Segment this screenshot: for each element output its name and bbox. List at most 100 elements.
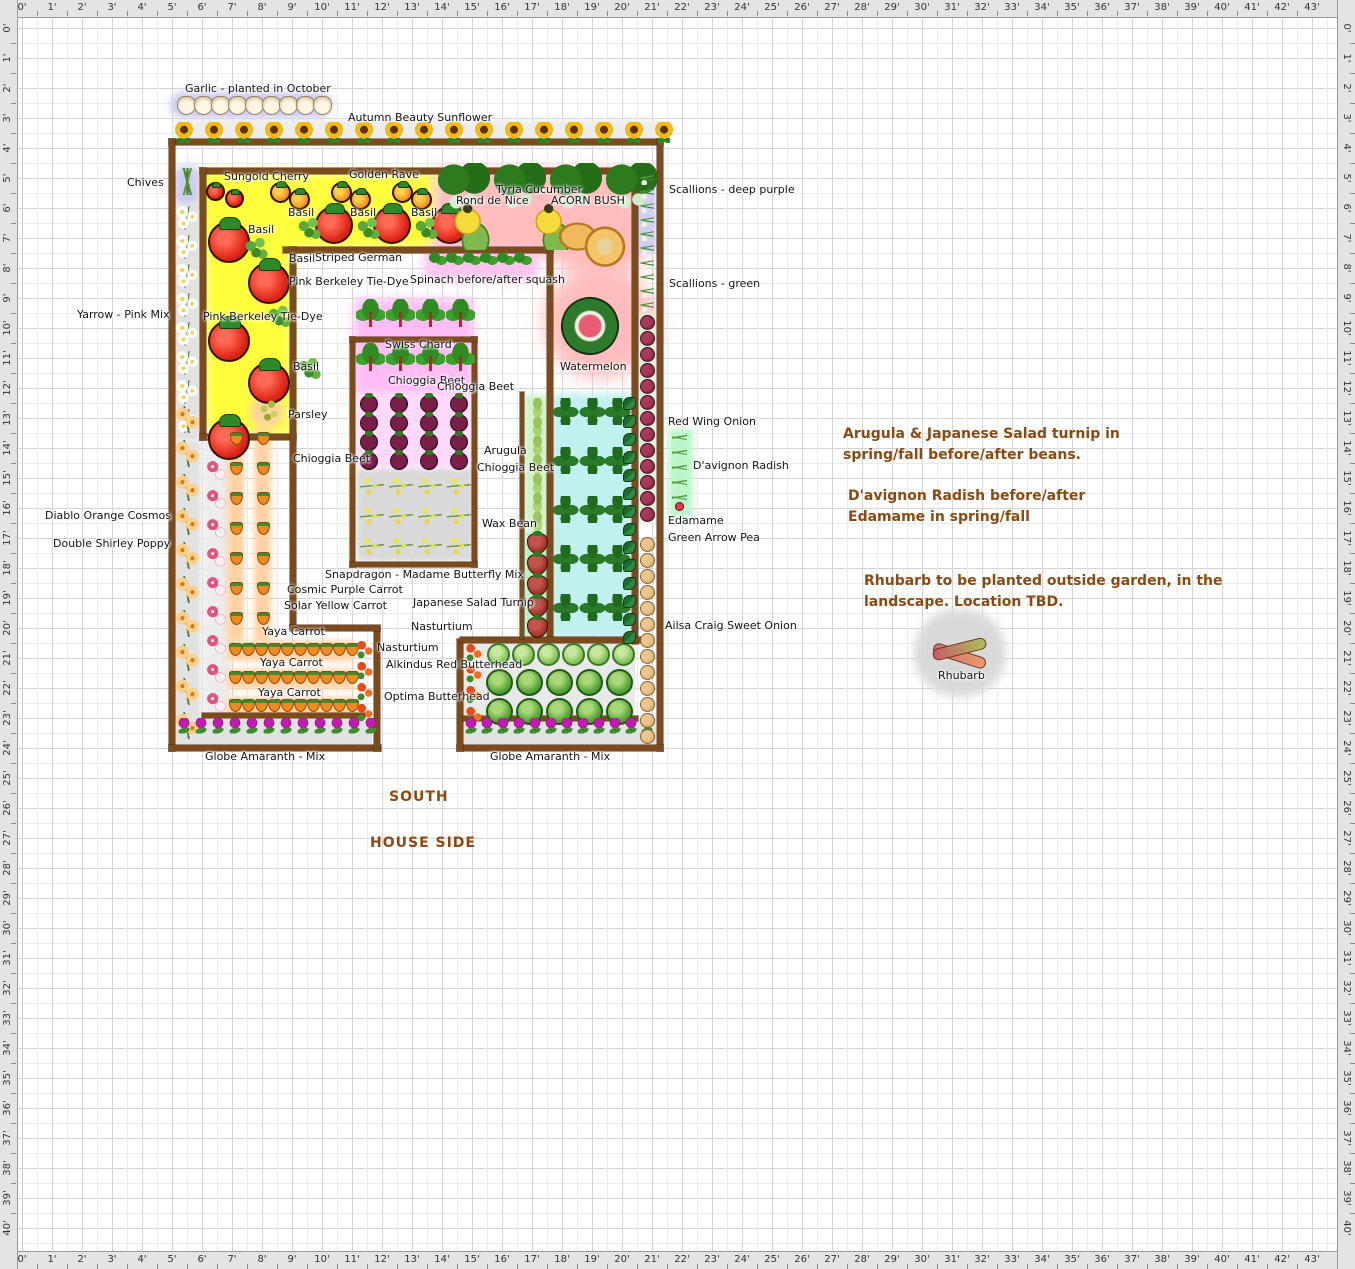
onion-red-icon[interactable] bbox=[640, 363, 655, 378]
basil-icon[interactable] bbox=[355, 217, 381, 243]
carrot-icon[interactable] bbox=[294, 699, 307, 712]
carrot-icon[interactable] bbox=[320, 671, 333, 684]
sunflower-icon[interactable] bbox=[622, 122, 646, 146]
poppy-icon[interactable] bbox=[205, 691, 227, 713]
carrot-icon[interactable] bbox=[333, 643, 346, 656]
cosmos-icon[interactable] bbox=[173, 406, 200, 433]
pea-icon[interactable] bbox=[623, 577, 636, 590]
pea-icon[interactable] bbox=[623, 433, 636, 446]
garlic-icon[interactable] bbox=[313, 96, 332, 115]
radish-root-icon[interactable] bbox=[675, 502, 684, 511]
cosmos-icon[interactable] bbox=[173, 440, 200, 467]
wax-icon[interactable] bbox=[418, 504, 442, 528]
sunflower-icon[interactable] bbox=[652, 122, 676, 146]
cosmos-icon[interactable] bbox=[173, 542, 200, 569]
carrot-icon[interactable] bbox=[307, 671, 320, 684]
sunflower-icon[interactable] bbox=[232, 122, 256, 146]
wax-icon[interactable] bbox=[418, 474, 442, 498]
lettuce-lt-icon[interactable] bbox=[512, 643, 535, 666]
onion-tan-icon[interactable] bbox=[640, 585, 655, 600]
lettuce-icon[interactable] bbox=[576, 669, 603, 696]
amaranth-icon[interactable] bbox=[278, 718, 294, 734]
edamame-icon[interactable] bbox=[552, 398, 579, 425]
amaranth-icon[interactable] bbox=[193, 718, 209, 734]
beet-icon[interactable] bbox=[390, 431, 408, 451]
basil-icon[interactable] bbox=[413, 217, 439, 243]
sunflower-icon[interactable] bbox=[502, 122, 526, 146]
amaranth-icon[interactable] bbox=[227, 718, 243, 734]
carrot-icon[interactable] bbox=[242, 643, 255, 656]
pea-icon[interactable] bbox=[623, 559, 636, 572]
tomato-or-icon[interactable] bbox=[411, 188, 432, 210]
arugula-icon[interactable] bbox=[528, 455, 547, 474]
wax-icon[interactable] bbox=[360, 474, 384, 498]
amaranth-icon[interactable] bbox=[607, 718, 623, 734]
pea-icon[interactable] bbox=[623, 487, 636, 500]
tomato-icon[interactable] bbox=[208, 315, 250, 362]
scallion-icon[interactable] bbox=[640, 199, 654, 213]
amaranth-icon[interactable] bbox=[575, 718, 591, 734]
radish-icon[interactable] bbox=[672, 460, 687, 475]
edamame-icon[interactable] bbox=[579, 594, 606, 621]
onion-red-icon[interactable] bbox=[640, 347, 655, 362]
carrot-icon[interactable] bbox=[255, 643, 268, 656]
lettuce-icon[interactable] bbox=[606, 669, 633, 696]
onion-red-icon[interactable] bbox=[640, 379, 655, 394]
radish-icon[interactable] bbox=[672, 490, 687, 505]
amaranth-icon[interactable] bbox=[295, 718, 311, 734]
onion-red-icon[interactable] bbox=[640, 315, 655, 330]
nasturtium-icon[interactable] bbox=[355, 661, 374, 680]
onion-tan-icon[interactable] bbox=[640, 617, 655, 632]
wax-icon[interactable] bbox=[447, 534, 471, 558]
carrot-icon[interactable] bbox=[242, 699, 255, 712]
tomato-sm-icon[interactable] bbox=[206, 181, 225, 201]
carrot-icon[interactable] bbox=[257, 462, 270, 475]
carrot-icon[interactable] bbox=[230, 462, 243, 475]
onion-red-icon[interactable] bbox=[640, 427, 655, 442]
scallion-icon[interactable] bbox=[640, 298, 654, 312]
spinach-icon[interactable] bbox=[462, 250, 481, 269]
beet-icon[interactable] bbox=[420, 393, 438, 413]
amaranth-icon[interactable] bbox=[176, 718, 192, 734]
carrot-icon[interactable] bbox=[257, 582, 270, 595]
scallion-icon[interactable] bbox=[640, 241, 654, 255]
onion-red-icon[interactable] bbox=[640, 411, 655, 426]
beet-icon[interactable] bbox=[450, 412, 468, 432]
carrot-icon[interactable] bbox=[257, 522, 270, 535]
sunflower-icon[interactable] bbox=[442, 122, 466, 146]
carrot-icon[interactable] bbox=[229, 643, 242, 656]
tomato-or-icon[interactable] bbox=[270, 181, 291, 203]
cosmos-icon[interactable] bbox=[173, 576, 200, 603]
amaranth-icon[interactable] bbox=[261, 718, 277, 734]
amaranth-icon[interactable] bbox=[511, 718, 527, 734]
carrot-icon[interactable] bbox=[333, 699, 346, 712]
carrot-icon[interactable] bbox=[257, 432, 270, 445]
tomato-or-icon[interactable] bbox=[331, 181, 352, 203]
onion-tan-icon[interactable] bbox=[640, 601, 655, 616]
onion-tan-icon[interactable] bbox=[640, 713, 655, 728]
amaranth-icon[interactable] bbox=[543, 718, 559, 734]
basil-icon[interactable] bbox=[266, 305, 292, 331]
carrot-icon[interactable] bbox=[230, 582, 243, 595]
carrot-icon[interactable] bbox=[281, 671, 294, 684]
beet-icon[interactable] bbox=[390, 412, 408, 432]
carrot-icon[interactable] bbox=[281, 699, 294, 712]
tomato-sm-icon[interactable] bbox=[225, 188, 244, 208]
tomato-icon[interactable] bbox=[248, 357, 290, 404]
chard-icon[interactable] bbox=[356, 343, 385, 372]
onion-tan-icon[interactable] bbox=[640, 665, 655, 680]
nasturtium-icon[interactable] bbox=[464, 643, 483, 662]
amaranth-icon[interactable] bbox=[346, 718, 362, 734]
yarrow-icon[interactable] bbox=[175, 206, 199, 230]
sunflower-icon[interactable] bbox=[322, 122, 346, 146]
yarrow-icon[interactable] bbox=[175, 380, 199, 404]
sunflower-icon[interactable] bbox=[412, 122, 436, 146]
arugula-icon[interactable] bbox=[528, 398, 547, 417]
yarrow-icon[interactable] bbox=[175, 322, 199, 346]
onion-red-icon[interactable] bbox=[640, 475, 655, 490]
beet-icon[interactable] bbox=[420, 450, 438, 470]
pea-icon[interactable] bbox=[623, 397, 636, 410]
poppy-icon[interactable] bbox=[205, 546, 227, 568]
nasturtium-icon[interactable] bbox=[464, 664, 483, 683]
amaranth-icon[interactable] bbox=[623, 718, 639, 734]
